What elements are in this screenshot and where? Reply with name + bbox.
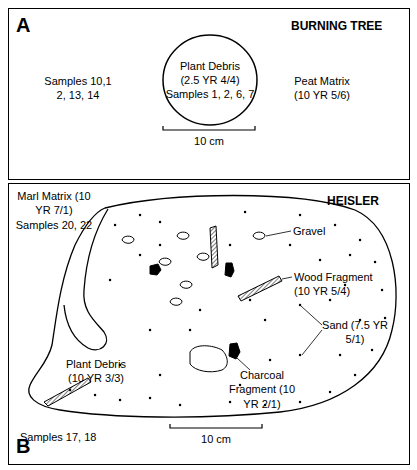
callout-label: Charcoal Fragment (10 YR 2/1) [228, 368, 296, 411]
scale-label: 10 cm [179, 134, 239, 148]
leader-lines [237, 231, 322, 370]
callout-label: Plant Debris (10 YR 3/3) [62, 357, 130, 386]
debris-circle: Plant Debris (2.5 YR 4/4)Samples 1, 2, 6… [162, 34, 258, 126]
wood-fragment [238, 276, 282, 301]
sample-list: Samples 1, 2, 6, 7 [166, 87, 255, 101]
panel-title: BURNING TREE [291, 19, 382, 35]
sample-list: Samples 17, 18 [20, 430, 96, 444]
panel-title: HEISLER [327, 194, 379, 210]
matrix-label: Peat Matrix (10 YR 5/6) [285, 74, 359, 103]
scale-bar [163, 126, 255, 130]
scale-bar [170, 424, 262, 428]
circle-label: Plant Debris (2.5 YR 4/4) [170, 59, 250, 88]
wood-fragment [210, 226, 218, 268]
charcoal-fragments [150, 263, 240, 359]
circle-shape [163, 35, 257, 125]
callout-label: Sand (7.5 YR 5/1) [322, 318, 388, 347]
gravel-pebbles [122, 232, 265, 372]
callout-label: Wood Fragment (10 YR 5/4) [294, 270, 376, 299]
callout-label: Gravel [293, 224, 325, 238]
matrix-label: Marl Matrix (10 YR 7/1) Samples 20, 22 [14, 189, 94, 232]
panel-letter: A [16, 15, 30, 35]
sample-list: Samples 10,1 2, 13, 14 [42, 74, 114, 103]
scale-label: 10 cm [186, 432, 246, 446]
